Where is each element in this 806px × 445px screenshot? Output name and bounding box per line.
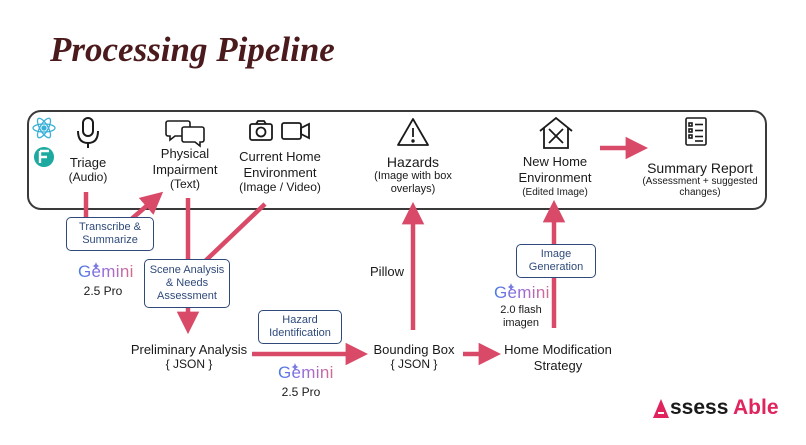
node-new-env-sub: (Edited Image) <box>522 187 588 198</box>
warning-icon <box>397 118 429 146</box>
node-summary: Summary Report (Assessment + suggested c… <box>640 160 760 198</box>
node-summary-title: Summary Report <box>647 160 753 176</box>
assessable-logo: ssess Able <box>652 396 782 424</box>
node-hazards: Hazards (Image with box overlays) <box>372 154 454 196</box>
flutter-icon <box>34 147 54 167</box>
gemini-sparkle-icon <box>291 363 299 371</box>
node-current-env: Current Home Environment (Image / Video) <box>226 149 334 194</box>
report-icon <box>685 117 707 146</box>
model-version-2: 2.5 Pro <box>281 385 321 399</box>
node-preliminary-sub: { JSON } <box>165 357 213 371</box>
tag-scene-analysis: Scene Analysis & Needs Assessment <box>144 259 230 308</box>
microphone-icon <box>77 117 99 148</box>
gemini-logo-text: Gemini <box>494 283 550 302</box>
gemini-model-2: Gemini <box>278 364 333 383</box>
node-bbox-title: Bounding Box <box>373 342 455 357</box>
node-triage: Triage (Audio) <box>52 155 124 184</box>
camera-icon <box>249 120 273 141</box>
logo-text-part1: ssess <box>670 396 729 419</box>
node-preliminary-title: Preliminary Analysis <box>130 342 248 357</box>
react-icon <box>32 117 56 139</box>
node-new-env-title: New Home Environment <box>518 154 592 185</box>
model-version-3: 2.0 flash imagen <box>500 304 542 329</box>
gemini-sparkle-icon <box>92 262 100 270</box>
node-new-env: New Home Environment (Edited Image) <box>507 154 603 199</box>
node-triage-sub: (Audio) <box>68 170 108 184</box>
house-edit-icon <box>539 116 573 149</box>
gemini-logo-text: Gemini <box>278 363 334 382</box>
node-summary-sub: (Assessment + suggested changes) <box>642 176 758 198</box>
tag-image-generation: Image Generation <box>516 244 596 278</box>
arrow-env-to-scene <box>198 202 267 268</box>
node-bbox-sub: { JSON } <box>390 357 438 371</box>
logo-text-part2: Able <box>733 396 779 419</box>
gemini-sparkle-icon <box>507 283 515 291</box>
node-current-env-sub: (Image / Video) <box>239 180 321 194</box>
gemini-model-1: Gemini <box>78 263 133 282</box>
node-strategy: Home Modification Strategy <box>504 342 612 373</box>
node-current-env-title: Current Home Environment <box>239 149 321 180</box>
tag-transcribe: Transcribe & Summarize <box>66 217 154 251</box>
tag-hazard-identification: Hazard Identification <box>258 310 342 344</box>
page-title: Processing Pipeline <box>50 30 335 69</box>
node-hazards-sub: (Image with box overlays) <box>374 170 452 195</box>
node-hazards-title: Hazards <box>386 154 440 170</box>
gemini-model-3: Gemini <box>494 284 549 303</box>
node-physical-sub: (Text) <box>170 177 200 191</box>
node-physical: Physical Impairment (Text) <box>141 146 229 191</box>
node-triage-title: Triage <box>69 155 107 170</box>
chat-bubbles-icon <box>165 120 205 148</box>
gemini-logo-text: Gemini <box>78 262 134 281</box>
pillow-label: Pillow <box>370 264 404 279</box>
node-physical-title: Physical Impairment <box>152 146 218 177</box>
video-camera-icon <box>281 122 310 140</box>
logo-mark <box>653 399 669 418</box>
node-bounding-box: Bounding Box { JSON } <box>364 342 464 371</box>
node-preliminary: Preliminary Analysis { JSON } <box>124 342 254 371</box>
model-version-1: 2.5 Pro <box>83 284 123 298</box>
